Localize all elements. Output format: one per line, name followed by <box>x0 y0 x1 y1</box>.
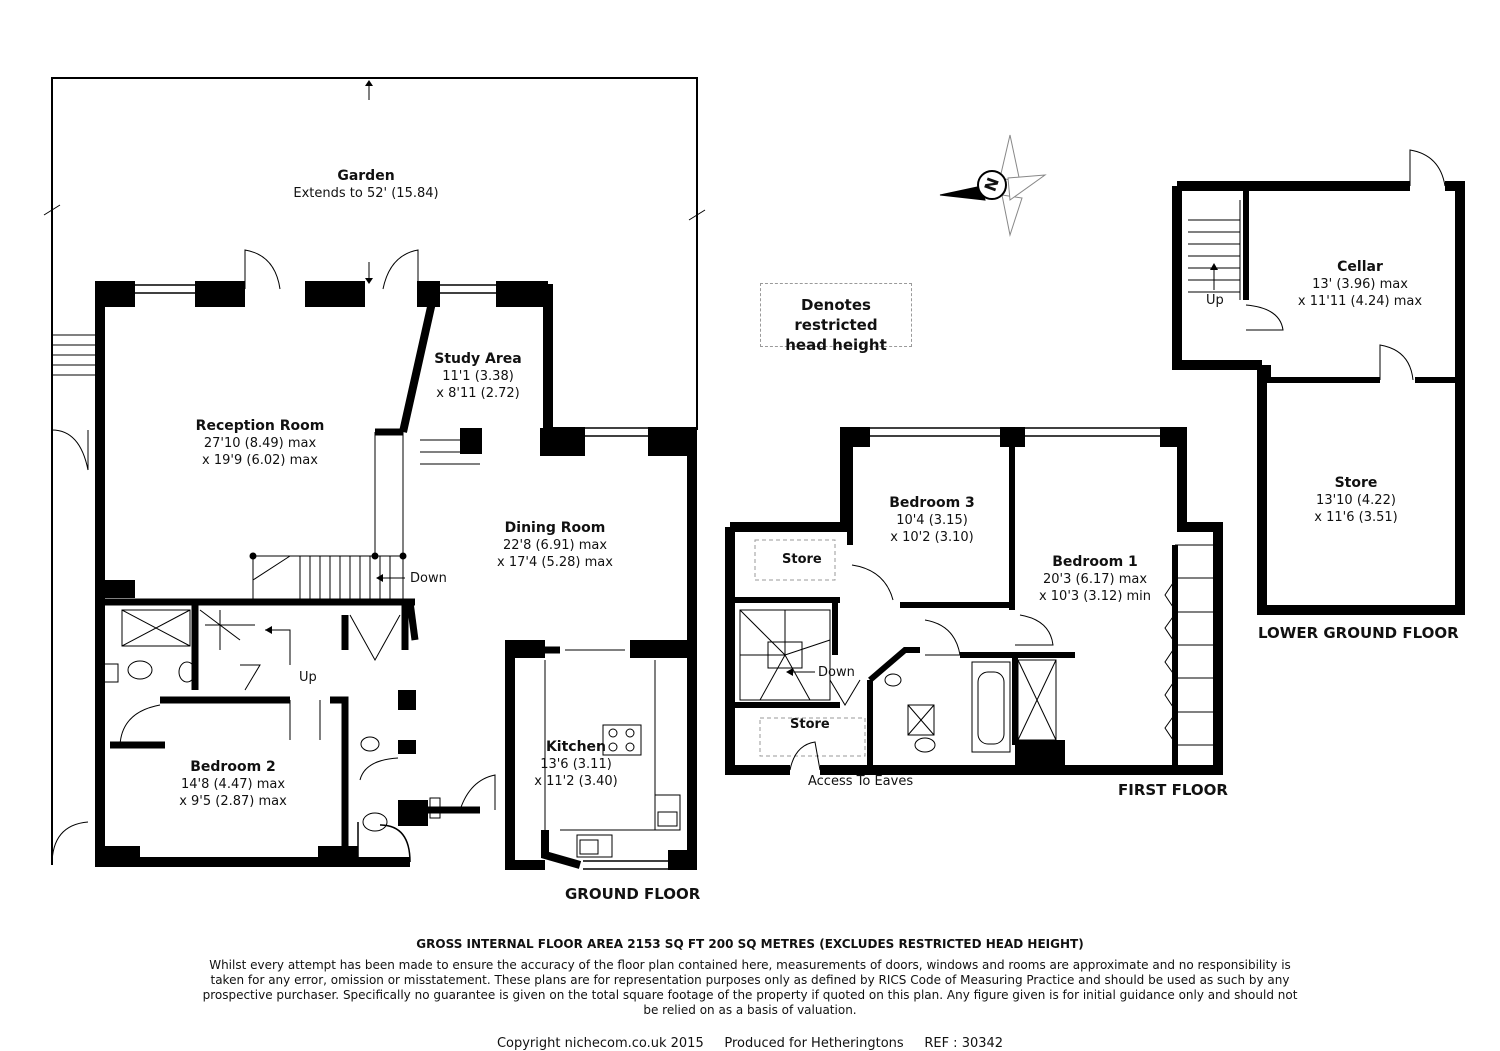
ground-floor-plan <box>43 77 706 870</box>
room-bedroom-3: Bedroom 3 10'4 (3.15) x 10'2 (3.10) <box>872 495 992 546</box>
room-name: Store <box>1334 475 1378 491</box>
room-study: Study Area 11'1 (3.38) x 8'11 (2.72) <box>418 351 538 402</box>
access-eaves-label: Access To Eaves <box>808 774 914 789</box>
floor-plan-drawing <box>43 77 1465 870</box>
restricted-height-text: Denotes restricted head height <box>785 296 887 354</box>
room-name: Bedroom 3 <box>889 495 975 511</box>
room-name: Cellar <box>1337 259 1383 275</box>
room-dimension: 13' (3.96) max <box>1312 277 1408 292</box>
room-dining: Dining Room 22'8 (6.91) max x 17'4 (5.28… <box>475 520 635 571</box>
room-dimension: Extends to 52' (15.84) <box>293 186 439 201</box>
room-dimension: 20'3 (6.17) max <box>1042 572 1148 587</box>
stairs-down-label: Down <box>410 571 447 586</box>
disclaimer-text: Whilst every attempt has been made to en… <box>202 958 1298 1017</box>
room-dimension: x 19'9 (6.02) max <box>202 453 318 468</box>
room-garden: Garden Extends to 52' (15.84) <box>266 168 466 202</box>
first-floor-plan <box>725 427 1223 775</box>
store-label-first-top: Store <box>782 552 822 567</box>
compass-icon <box>939 134 1047 237</box>
room-dimension: x 10'3 (3.12) min <box>1038 589 1152 604</box>
stairs-up-label: Up <box>299 670 317 685</box>
stairs-up-label-lower: Up <box>1206 293 1224 308</box>
room-name: Reception Room <box>195 418 325 434</box>
room-dimension: 27'10 (8.49) max <box>203 436 317 451</box>
room-name: Dining Room <box>504 520 606 536</box>
stairs-down-label-first: Down <box>818 665 855 680</box>
room-dimension: x 17'4 (5.28) max <box>497 555 613 570</box>
room-dimension: x 10'2 (3.10) <box>890 530 974 545</box>
room-dimension: x 11'11 (4.24) max <box>1297 294 1423 309</box>
room-dimension: 13'6 (3.11) <box>540 757 612 772</box>
room-name: Bedroom 1 <box>1052 554 1138 570</box>
room-dimension: 10'4 (3.15) <box>896 513 968 528</box>
room-name: Study Area <box>434 351 522 367</box>
footer: GROSS INTERNAL FLOOR AREA 2153 SQ FT 200… <box>0 937 1500 1051</box>
room-dimension: 11'1 (3.38) <box>442 369 514 384</box>
room-dimension: 22'8 (6.91) max <box>502 538 608 553</box>
room-dimension: x 8'11 (2.72) <box>436 386 520 401</box>
room-dimension: 14'8 (4.47) max <box>180 777 286 792</box>
copyright-text: Copyright nichecom.co.uk 2015 Produced f… <box>496 1036 1004 1051</box>
room-dimension: x 11'6 (3.51) <box>1314 510 1398 525</box>
room-kitchen: Kitchen 13'6 (3.11) x 11'2 (3.40) <box>526 739 626 790</box>
restricted-height-legend: Denotes restricted head height <box>760 283 912 354</box>
room-bedroom-1: Bedroom 1 20'3 (6.17) max x 10'3 (3.12) … <box>1030 554 1160 605</box>
room-store-lower: Store 13'10 (4.22) x 11'6 (3.51) <box>1296 475 1416 526</box>
room-name: Bedroom 2 <box>190 759 276 775</box>
floor-label-first: FIRST FLOOR <box>1118 781 1228 799</box>
room-reception: Reception Room 27'10 (8.49) max x 19'9 (… <box>160 418 360 469</box>
store-label-first-bottom: Store <box>790 717 830 732</box>
room-dimension: x 9'5 (2.87) max <box>179 794 287 809</box>
room-dimension: x 11'2 (3.40) <box>534 774 618 789</box>
room-dimension: 13'10 (4.22) <box>1316 493 1396 508</box>
floor-label-lower-ground: LOWER GROUND FLOOR <box>1258 624 1459 642</box>
room-name: Kitchen <box>545 739 607 755</box>
gross-internal-area: GROSS INTERNAL FLOOR AREA 2153 SQ FT 200… <box>416 937 1084 951</box>
room-cellar: Cellar 13' (3.96) max x 11'11 (4.24) max <box>1285 259 1435 310</box>
lower-ground-floor-plan <box>1172 149 1465 615</box>
room-bedroom-2: Bedroom 2 14'8 (4.47) max x 9'5 (2.87) m… <box>158 759 308 810</box>
room-name: Garden <box>337 168 395 184</box>
floor-label-ground: GROUND FLOOR <box>565 885 701 903</box>
